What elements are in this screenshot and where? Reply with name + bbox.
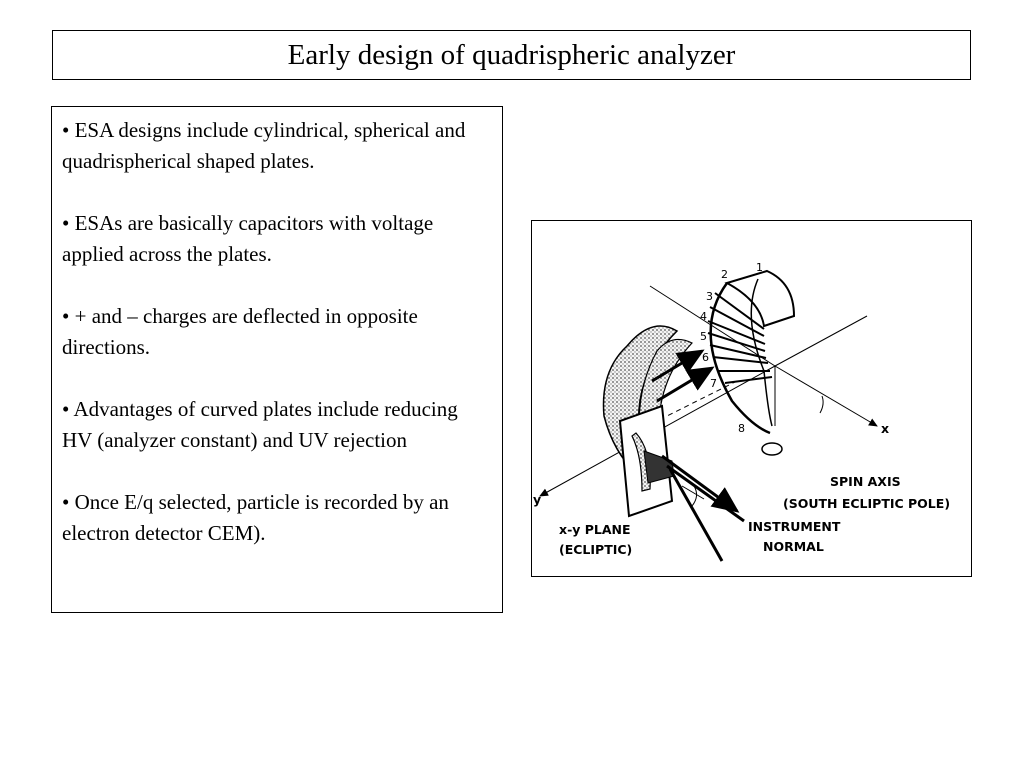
sector-number: 3 xyxy=(706,290,713,303)
bullet-item: • Once E/q selected, particle is recorde… xyxy=(62,490,449,545)
spin-axis-sublabel: (SOUTH ECLIPTIC POLE) xyxy=(783,496,950,511)
sector-number: 8 xyxy=(738,422,745,435)
sector-number: 5 xyxy=(700,330,707,343)
analyzer-diagram: 1 2 3 4 5 6 7 8 xyxy=(533,261,950,562)
slide-title-box: Early design of quadrispheric analyzer xyxy=(52,30,971,80)
x-axis-label: x xyxy=(881,421,889,436)
x-axis-arrow xyxy=(774,365,878,427)
plane-sublabel: (ECLIPTIC) xyxy=(559,542,632,557)
bullet-item: • + and – charges are deflected in oppos… xyxy=(62,304,418,359)
bullet-text-box: • ESA designs include cylindrical, spher… xyxy=(51,106,503,613)
instrument-normal-sublabel: NORMAL xyxy=(763,539,824,554)
analyzer-figure: 1 2 3 4 5 6 7 8 xyxy=(531,220,972,577)
y-axis-label: y xyxy=(533,492,541,507)
instrument-normal-label: INSTRUMENT xyxy=(748,519,841,534)
sector-number: 2 xyxy=(721,268,728,281)
instrument-plate xyxy=(618,404,675,518)
plane-label: x-y PLANE xyxy=(559,522,631,537)
bullet-item: • ESA designs include cylindrical, spher… xyxy=(62,118,466,173)
slide-title: Early design of quadrispheric analyzer xyxy=(287,38,736,71)
bullet-item: • Advantages of curved plates include re… xyxy=(62,397,458,452)
sector-number: 4 xyxy=(700,310,707,323)
particle-paths xyxy=(651,349,745,562)
construction-lines xyxy=(539,285,878,497)
spin-axis-label: SPIN AXIS xyxy=(830,474,901,489)
sector-number: 7 xyxy=(710,377,717,390)
sector-number: 1 xyxy=(756,261,763,274)
sector-number: 6 xyxy=(702,351,709,364)
bullet-item: • ESAs are basically capacitors with vol… xyxy=(62,211,434,266)
sector-fan xyxy=(707,269,796,456)
